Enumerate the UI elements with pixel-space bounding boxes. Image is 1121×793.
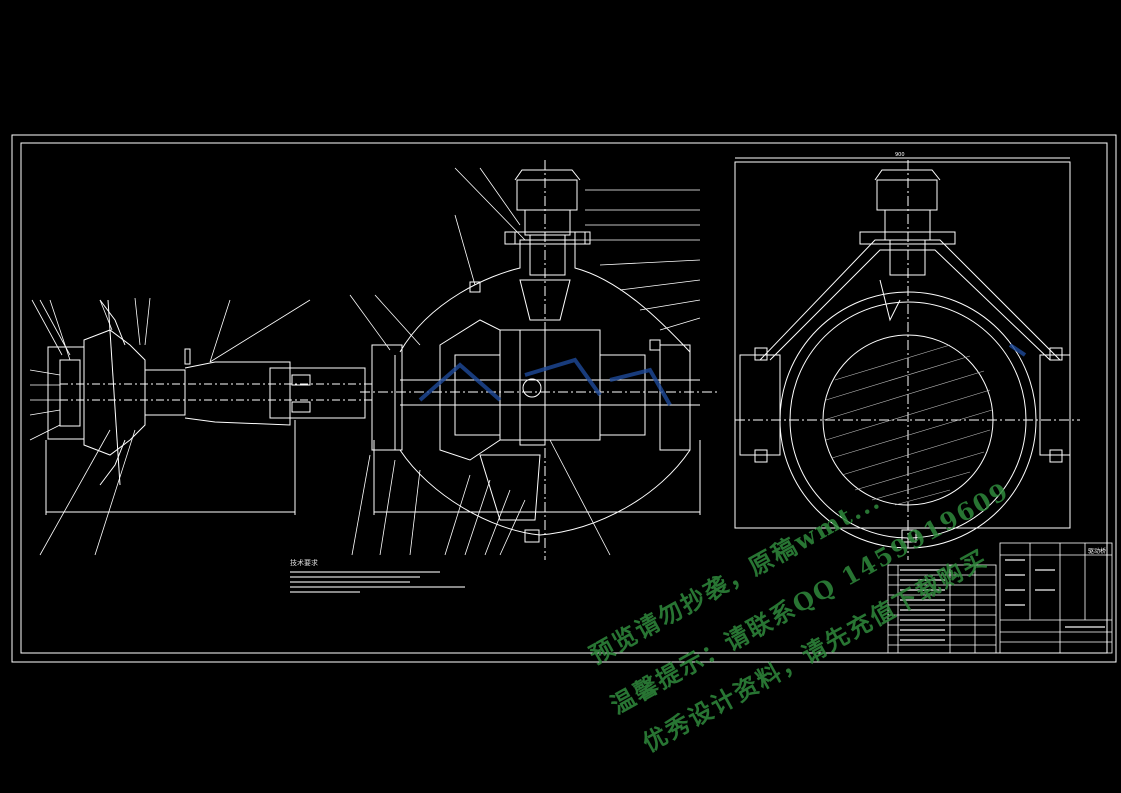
blue-stamp	[418, 343, 1027, 406]
end-view	[734, 157, 1080, 560]
dimension-width-label: 900	[895, 152, 905, 158]
title-block	[887, 542, 1113, 654]
outer-border	[11, 134, 1117, 663]
title-block-text-marks	[900, 559, 1105, 641]
technical-requirements: 技术要求	[290, 560, 465, 596]
gear-face-hatch	[823, 344, 993, 506]
leader-lines	[29, 167, 701, 556]
inner-border	[20, 142, 1108, 654]
axle-tube-view	[45, 299, 375, 515]
differential-section	[360, 160, 720, 560]
technical-requirements-title: 技术要求	[290, 559, 318, 567]
page-title: 驱动桥	[1088, 547, 1106, 555]
